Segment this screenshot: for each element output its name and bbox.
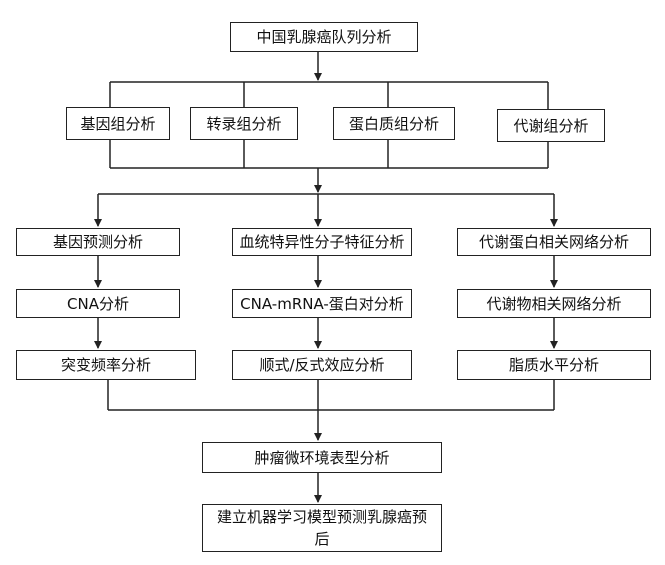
node-genomics: 基因组分析 xyxy=(66,107,170,140)
node-lipid-level: 脂质水平分析 xyxy=(457,350,651,380)
node-cna-mrna-protein: CNA-mRNA-蛋白对分析 xyxy=(232,289,412,318)
node-tme-phenotype: 肿瘤微环境表型分析 xyxy=(202,442,442,473)
node-metabolite-network: 代谢物相关网络分析 xyxy=(457,289,651,318)
node-ml-model: 建立机器学习模型预测乳腺癌预后 xyxy=(202,504,442,552)
node-cna: CNA分析 xyxy=(16,289,180,318)
node-metabolomics: 代谢组分析 xyxy=(497,109,605,142)
node-cis-trans: 顺式/反式效应分析 xyxy=(232,350,412,380)
node-gene-prediction: 基因预测分析 xyxy=(16,228,180,256)
node-metabolic-protein-network: 代谢蛋白相关网络分析 xyxy=(457,228,651,256)
node-transcriptomics: 转录组分析 xyxy=(190,107,298,140)
node-mutation-frequency: 突变频率分析 xyxy=(16,350,196,380)
node-lineage-features: 血统特异性分子特征分析 xyxy=(232,228,412,256)
node-proteomics: 蛋白质组分析 xyxy=(333,107,455,140)
node-root: 中国乳腺癌队列分析 xyxy=(230,22,418,52)
